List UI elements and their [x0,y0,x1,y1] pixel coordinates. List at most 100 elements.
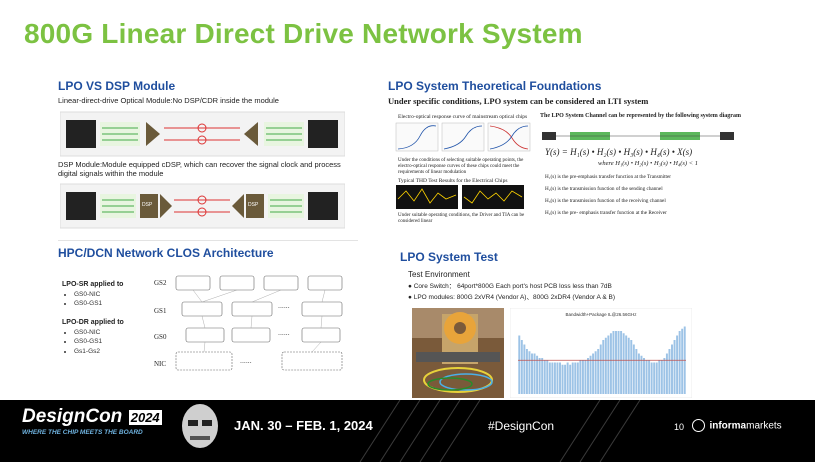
section-divider [58,240,358,241]
chart-bar [660,360,663,394]
designcon-logo: DesignCon 2024 WHERE THE CHIP MEETS THE … [22,406,162,436]
chart-bar [617,331,620,394]
chart-bar [587,358,589,394]
chart-bar [645,360,648,394]
chart-bar [581,360,584,394]
chart-bar [538,358,541,394]
chart-bar [665,353,668,394]
chart-bar [643,358,645,394]
chart-bar [541,358,544,394]
lpo-diagram [60,111,345,157]
tier-gs0: GS0 [154,333,167,341]
informa-icon [692,419,705,433]
chart-bar [640,355,643,394]
lpo-sr-title: LPO-SR applied to [62,281,124,288]
chart-bar [615,331,617,394]
tier-gs2: GS2 [154,279,167,287]
chart-bar [528,351,531,394]
chart-bar [556,362,559,394]
slide-title: 800G Linear Direct Drive Network System [24,18,583,49]
test-chart: Bandwidth+Package IL@26.56GHz [510,308,692,398]
channel-diagram [542,132,734,140]
chart-bar [533,353,536,394]
foundation-bullet-2: Typical THD Test Results for the Electri… [398,178,508,184]
chart-bar [551,362,554,394]
def-h4: H₄(s) is the pre- emphasis transfer func… [545,210,667,216]
test-env-item-2: ● LPO modules: 800G 2xVR4 (Vendor A)、800… [408,294,615,301]
chart-bar [635,349,638,394]
chart-bar [676,335,679,394]
chart-bar [612,331,615,394]
chart-bar [653,362,656,394]
chart-bar [566,362,569,394]
chart-bar [673,340,676,394]
chart-bar [576,362,579,394]
def-h3: H₃(s) is the transmission function of th… [545,198,666,204]
chart-bar [622,333,625,394]
foundations-heading: LPO System Theoretical Foundations [388,79,602,93]
brand-name: DesignCon [22,406,123,427]
chart-bar [625,335,628,394]
equation-main: Y(s) = H₁(s) • H₂(s) • H₃(s) • H₄(s) • X… [545,147,693,157]
test-env-item-1-text: Core Switch： 64port*800G Each port's hos… [413,283,612,290]
chart-bar [548,362,551,394]
equation-condition: where H₁(s) • H₂(s) • H₃(s) • H₄(s) < 1 [598,160,698,167]
chart-bar [604,337,607,394]
tier-nic: NIC [154,360,167,368]
lpo-dr-item: GS0-GS1 [74,337,144,346]
clos-ellipsis: ...... [278,303,290,310]
clos-ellipsis-nic: ...... [240,358,252,365]
chart-bar [658,360,661,394]
chart-bar [609,333,612,394]
foundation-note-1: Under the conditions of selecting suitab… [398,158,524,175]
foundation-note-2: Under suitable operating conditions, the… [398,213,525,224]
clos-heading: HPC/DCN Network CLOS Architecture [58,246,274,260]
test-env-item-2-text: LPO modules: 800G 2xVR4 (Vendor A)、800G … [413,294,615,301]
dsp-chip-label-right: DSP [248,202,259,208]
system-test-heading: LPO System Test [400,250,498,264]
chart-bar [520,340,523,394]
def-h1: H₁(s) is the pre-emphasis transfer funct… [545,174,671,180]
page-number: 10 [674,422,685,432]
chart-bar [637,353,640,394]
chart-bar [632,344,635,394]
clos-ellipsis-gs0: ...... [278,330,290,337]
chart-bar [627,337,630,394]
foundations-subheading: Under specific conditions, LPO system ca… [388,96,649,106]
chart-bar [599,344,602,394]
dsp-caption: DSP Module:Module equipped cDSP, which c… [58,160,341,178]
chart-bar [630,340,633,394]
chart-bar [668,349,671,394]
informa-text: informa [709,420,747,432]
chart-bar [584,360,587,394]
lpo-dr-item: GS0-NIC [74,328,144,337]
chart-bar [589,355,592,394]
chart-bar [579,360,582,394]
lpo-caption: Linear-direct-drive Optical Module:No DS… [58,96,279,105]
eo-response-curves [395,122,531,152]
lpo-sr-item: GS0-GS1 [74,299,144,308]
chart-bar [681,328,684,394]
chart-bar [571,362,574,394]
test-chart-title: Bandwidth+Package IL@26.56GHz [566,312,638,317]
chart-bar [620,331,623,394]
brand-year: 2024 [128,410,162,425]
test-photo [412,308,504,398]
tier-gs1: GS1 [154,307,167,315]
informa-sub: markets [746,420,782,432]
chart-bar [597,349,600,394]
chart-bar [561,364,564,394]
chart-bar [671,344,673,394]
chart-bar [564,364,567,394]
chart-bar [543,360,546,394]
informa-logo: informamarkets [692,417,782,435]
chart-bar [648,360,651,394]
footer-banner: DesignCon 2024 WHERE THE CHIP MEETS THE … [0,400,815,462]
footer-graphics [182,400,641,462]
chart-bar [559,362,561,394]
chart-bar [663,358,666,394]
chart-bar [523,344,526,394]
channel-title: The LPO System Channel can be represente… [540,113,741,119]
chart-bar [574,362,577,394]
dsp-chip-label-left: DSP [142,202,153,208]
